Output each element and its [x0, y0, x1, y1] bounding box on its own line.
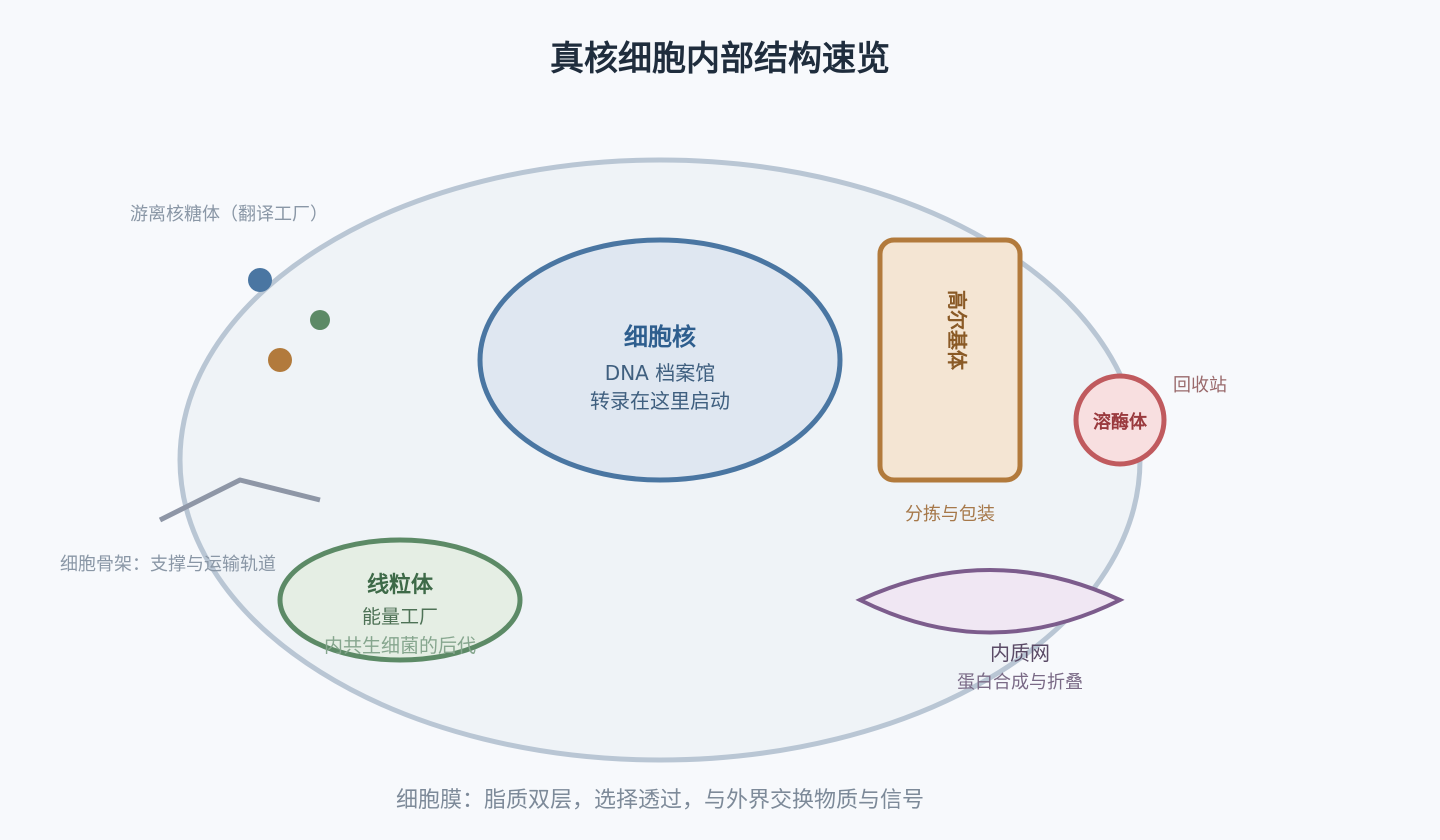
golgi: 高尔基体 分拣与包装 [877, 237, 1023, 525]
lysosome: 溶酶体 回收站 [1073, 373, 1227, 467]
mitochondrion-shape [277, 537, 523, 663]
diagram-title: 真核细胞内部结构速览 [550, 39, 890, 79]
mitochondrion-line2: 内共生细菌的后代 [324, 635, 476, 657]
ribosomes-label: 游离核糖体（翻译工厂） [130, 204, 328, 225]
golgi-name: 高尔基体 [945, 290, 969, 371]
endoplasmic-reticulum: 内质网 蛋白合成与折叠 [855, 568, 1125, 693]
lysosome-shape [1073, 373, 1167, 467]
er-name: 内质网 [990, 641, 1050, 665]
golgi-caption: 分拣与包装 [905, 504, 995, 525]
nucleus: 细胞核 DNA 档案馆 转录在这里启动 [477, 237, 843, 483]
nucleus-line1: DNA 档案馆 [605, 361, 715, 385]
er-caption: 蛋白合成与折叠 [957, 672, 1083, 693]
lysosome-name: 溶酶体 [1093, 411, 1148, 433]
membrane-caption: 细胞膜：脂质双层，选择透过，与外界交换物质与信号 [396, 788, 924, 813]
nucleus-shape [477, 237, 843, 483]
mitochondrion-name: 线粒体 [367, 572, 434, 598]
ribosome-dot-blue [248, 268, 272, 292]
lysosome-caption: 回收站 [1173, 375, 1227, 396]
mitochondrion-line1: 能量工厂 [362, 606, 438, 628]
cytoskeleton: 细胞骨架：支撑与运输轨道 [60, 477, 321, 575]
nucleus-line2: 转录在这里启动 [590, 389, 730, 413]
ribosome-dot-orange [268, 348, 292, 372]
nucleus-name: 细胞核 [624, 323, 696, 351]
mitochondrion: 线粒体 能量工厂 内共生细菌的后代 [277, 537, 523, 663]
cytoskeleton-label: 细胞骨架：支撑与运输轨道 [60, 554, 276, 575]
golgi-shape [877, 237, 1023, 483]
er-shape [855, 568, 1125, 635]
ribosome-dot-green [310, 310, 330, 330]
cytoskeleton-filament [158, 477, 321, 523]
